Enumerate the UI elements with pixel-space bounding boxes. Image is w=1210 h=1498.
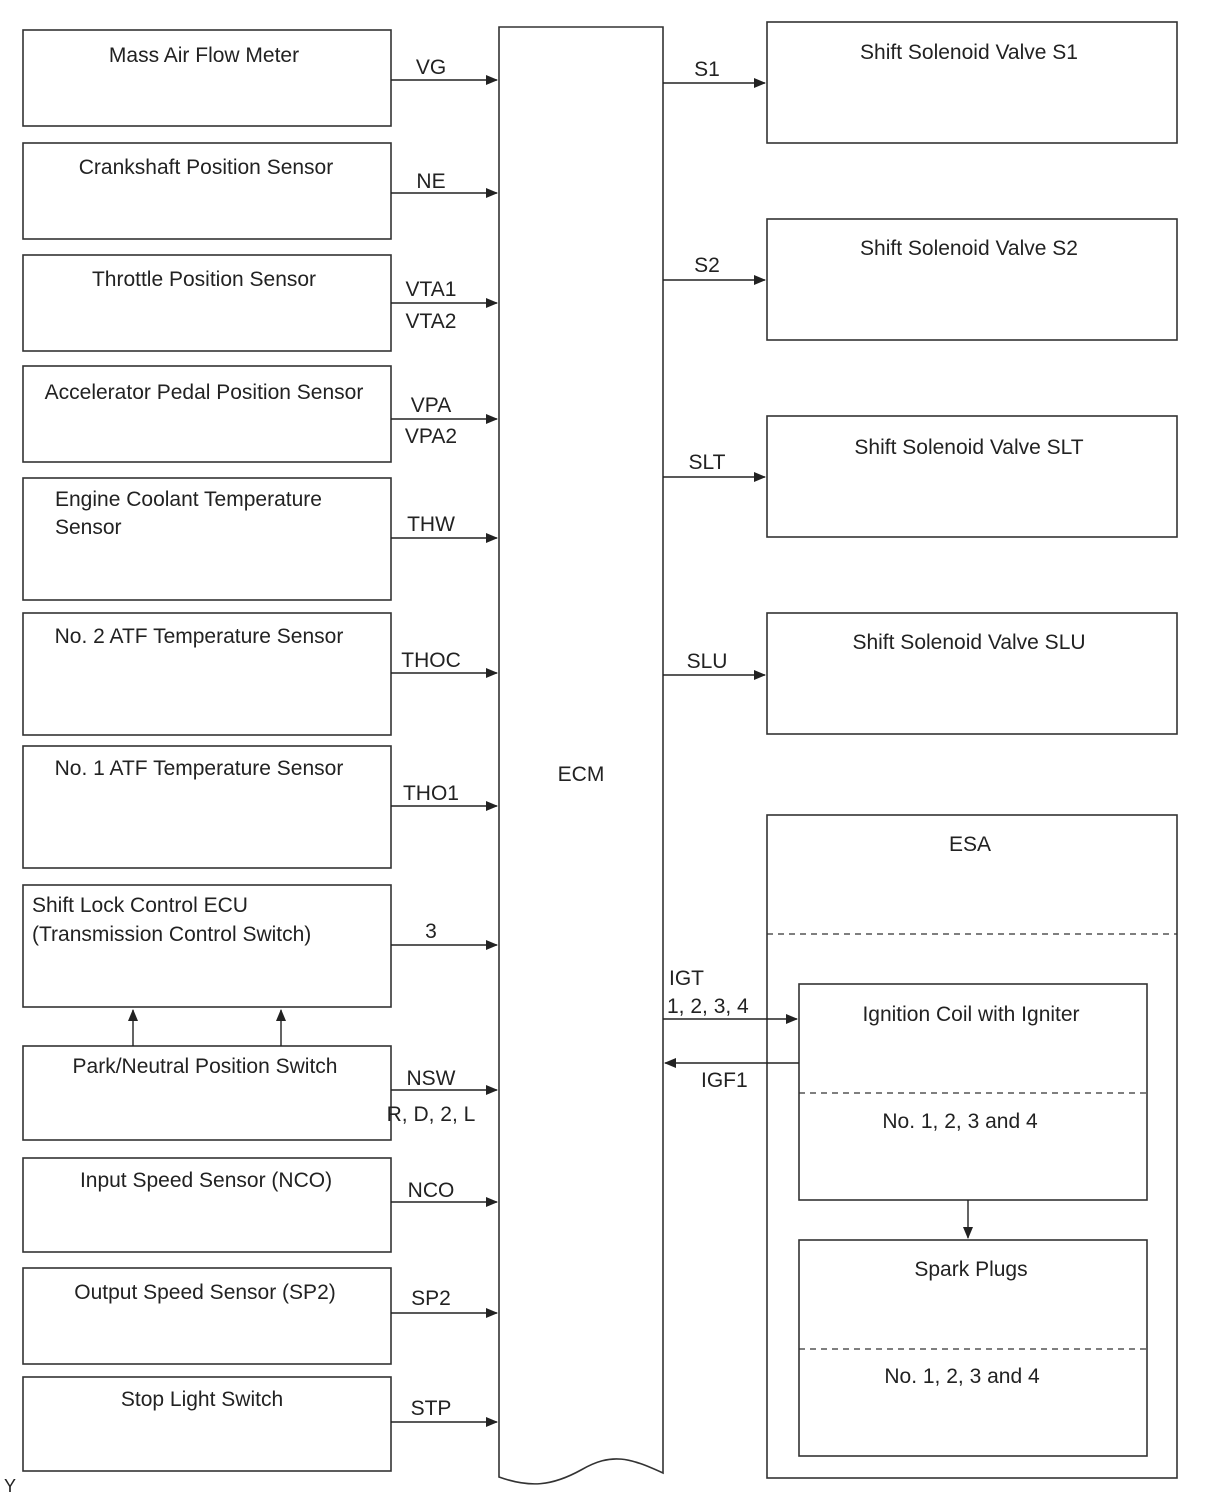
input-sensor-label: Stop Light Switch [121,1388,283,1411]
input-signal-label: THW [407,513,455,536]
output-solenoid-label: Shift Solenoid Valve S1 [860,41,1078,64]
output-solenoid: Shift Solenoid Valve S1 S1 [663,21,1178,144]
input-signal-label: NCO [408,1179,455,1202]
ignition-coil-label: Ignition Coil with Igniter [862,1003,1079,1026]
input-signal-label: VTA1 [406,278,457,301]
input-sensor-label: Shift Lock Control ECU [32,894,248,917]
corner-mark: Y [4,1476,16,1496]
input-signal-label: SP2 [411,1287,451,1310]
input-sensor-label: No. 1 ATF Temperature Sensor [55,757,344,780]
esa-title: ESA [949,833,991,856]
ecm-block: ECM [498,26,664,1485]
input-signal-label: THOC [401,649,461,672]
input-signal-label: VG [416,56,446,79]
input-sensor-label: Crankshaft Position Sensor [79,156,333,179]
output-solenoid-label: Shift Solenoid Valve SLU [852,631,1085,654]
spark-plugs-box: Spark Plugs No. 1, 2, 3 and 4 [798,1239,1148,1457]
input-sensor-label: Engine Coolant Temperature [55,488,322,511]
output-signal-label: SLU [687,650,728,673]
output-signal-label: S2 [694,254,720,277]
igt-label-line-2: 1, 2, 3, 4 [667,995,749,1018]
input-sensor: Shift Lock Control ECU (Transmission Cont… [22,884,498,1008]
input-signal-label: R, D, 2, L [387,1103,476,1126]
input-sensor-label: Park/Neutral Position Switch [73,1055,338,1078]
input-sensor: Input Speed Sensor (NCO) NCO [22,1157,498,1253]
ignition-coil-box: Ignition Coil with Igniter No. 1, 2, 3 a… [798,983,1148,1201]
igf-label: IGF1 [701,1069,748,1092]
spark-plugs-label: Spark Plugs [914,1258,1027,1281]
esa-group: ESA Ignition Coil with Igniter No. 1, 2,… [663,814,1178,1479]
input-sensor: Stop Light Switch STP [22,1376,498,1472]
input-sensor-label: Throttle Position Sensor [92,268,316,291]
input-sensor: Output Speed Sensor (SP2) SP2 [22,1267,498,1365]
input-signal-label: VTA2 [406,310,457,333]
output-solenoid-label: Shift Solenoid Valve SLT [854,436,1083,459]
input-sensor-label: Mass Air Flow Meter [109,44,299,67]
input-signal-label: STP [411,1397,452,1420]
input-sensor-label: Sensor [55,516,122,539]
output-solenoid: Shift Solenoid Valve S2 S2 [663,218,1178,341]
ecm-label: ECM [558,763,605,786]
input-signal-label: THO1 [403,782,459,805]
input-signal-label: 3 [425,920,437,943]
input-signal-label: VPA2 [405,425,457,448]
output-signal-label: SLT [689,451,726,474]
input-sensor-label: Accelerator Pedal Position Sensor [45,381,364,404]
spark-plugs-sub: No. 1, 2, 3 and 4 [884,1365,1040,1388]
input-sensor-label: No. 2 ATF Temperature Sensor [55,625,344,648]
output-signal-label: S1 [694,58,720,81]
input-sensor-label: Output Speed Sensor (SP2) [74,1281,336,1304]
input-signal-label: NSW [407,1067,456,1090]
input-signal-label: NE [416,170,445,193]
output-solenoid-label: Shift Solenoid Valve S2 [860,237,1078,260]
igt-label-line-1: IGT [669,967,704,990]
input-sensor-label: (Transmission Control Switch) [32,923,311,946]
output-solenoid: Shift Solenoid Valve SLT SLT [663,415,1178,538]
input-signal-label: VPA [411,394,451,417]
output-solenoid: Shift Solenoid Valve SLU SLU [663,612,1178,735]
ignition-coil-sub: No. 1, 2, 3 and 4 [882,1110,1038,1133]
input-sensor-label: Input Speed Sensor (NCO) [80,1169,332,1192]
